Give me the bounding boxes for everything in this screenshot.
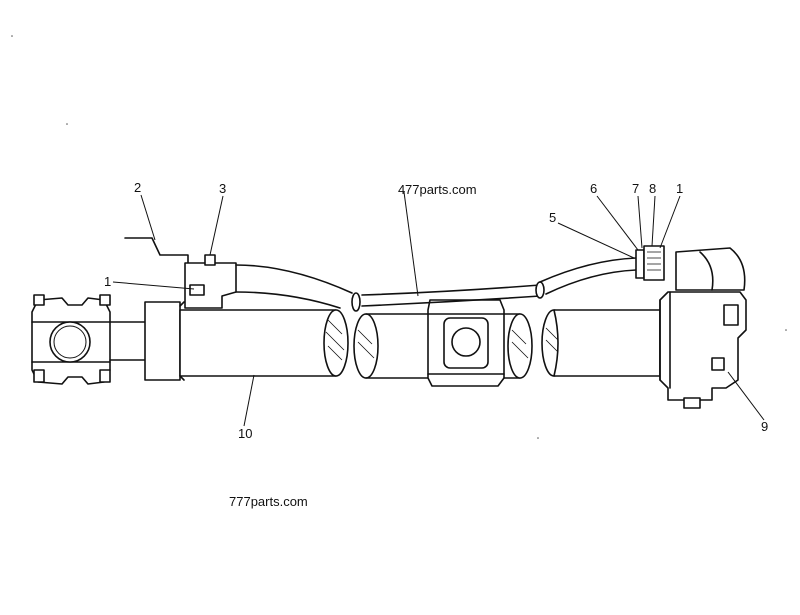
callout-7: 7 [632,181,639,196]
callout-1-left: 1 [104,274,111,289]
callout-3: 3 [219,181,226,196]
barrel-mid-right [503,313,533,379]
piston-rod [109,321,149,361]
callout-5: 5 [549,210,556,225]
trunnion-block [427,299,505,387]
tube-right [539,257,637,295]
tube-bracket [124,237,237,309]
cylinder-head [144,301,181,381]
rod-eye-clamp [31,294,111,385]
tube-clip-assembly [635,245,665,281]
tube-left [235,264,353,309]
leader-lines [112,191,765,427]
callout-9: 9 [761,419,768,434]
callout-4: 4 [398,182,405,197]
watermark-top: 77parts.com [405,182,477,197]
callout-1-right: 1 [676,181,683,196]
callout-2: 2 [134,180,141,195]
callout-10: 10 [238,426,252,441]
callouts: 2 3 1 4 5 6 7 8 1 10 9 [104,180,768,441]
callout-8: 8 [649,181,656,196]
watermark-bottom: 777parts.com [229,494,308,509]
scan-specks [11,35,787,439]
cylinder-barrel-left [179,309,349,377]
cylinder-end-cap [659,247,747,409]
tube-middle [361,284,541,307]
barrel-mid-left [353,313,431,379]
callout-6: 6 [590,181,597,196]
cylinder-barrel-right [541,309,661,377]
